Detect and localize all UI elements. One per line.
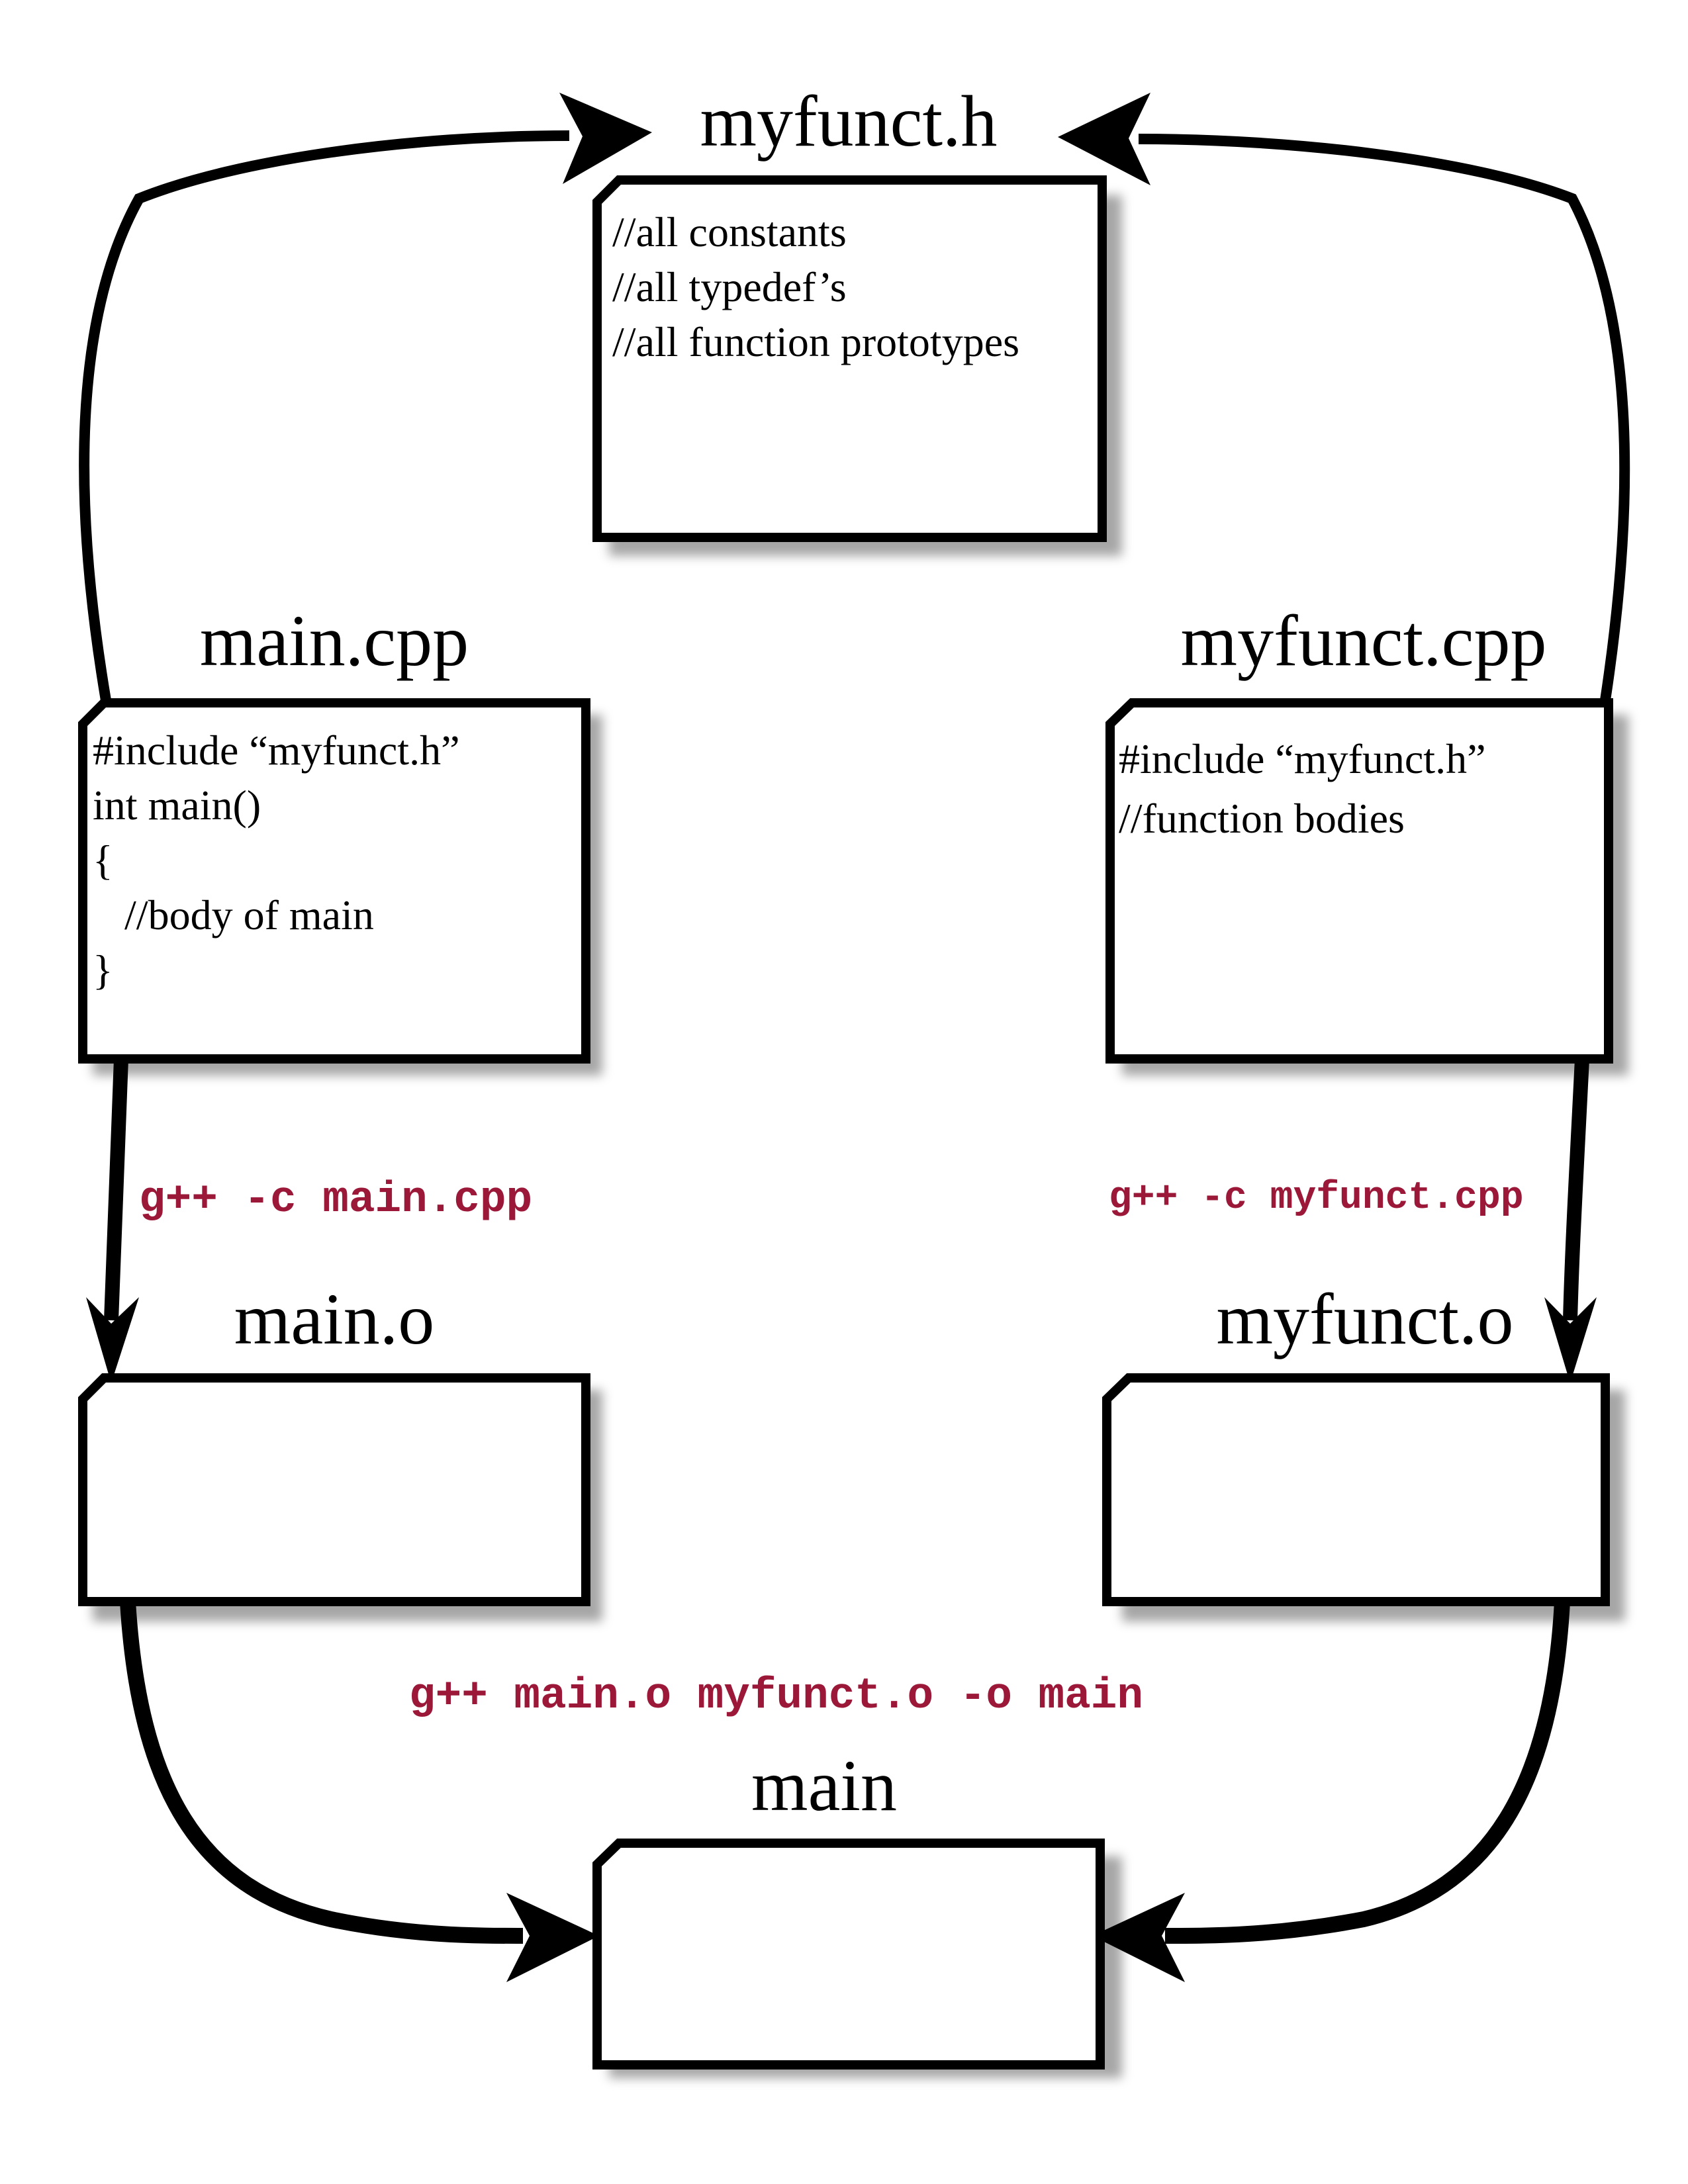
main-cpp-line: {: [93, 837, 113, 884]
myfunct-cpp-line: //function bodies: [1119, 795, 1405, 842]
myfunct-cpp-box: [1105, 698, 1613, 1064]
myfunct-cpp-line: #include “myfunct.h”: [1119, 735, 1485, 782]
myfunct-h-line: //all constants: [612, 208, 847, 255]
link-command: g++ main.o myfunct.o -o main: [409, 1671, 1143, 1721]
arrowhead-main-cpp-to-header: [559, 93, 652, 184]
main-cpp-line: }: [93, 946, 113, 993]
arrowhead-main-o-to-main: [506, 1893, 599, 1982]
myfunct-cpp-title: myfunct.cpp: [1181, 600, 1547, 681]
arrowhead-myfunct-o-to-main: [1092, 1893, 1185, 1982]
myfunct-h-box: [592, 175, 1107, 542]
compile-myfunct-command: g++ -c myfunct.cpp: [1109, 1177, 1524, 1220]
arrow-main-cpp-to-header: [79, 130, 570, 702]
arrow-myfunct-o-to-main: [1164, 1601, 1570, 1944]
arrow-main-o-to-main: [120, 1601, 524, 1944]
main-cpp-line: #include “myfunct.h”: [93, 727, 459, 774]
compile-main-command: g++ -c main.cpp: [139, 1175, 532, 1224]
main-title: main: [751, 1745, 897, 1826]
main-box: [592, 1839, 1105, 2070]
arrowhead-myfunct-cpp-to-myfunct-o: [1544, 1297, 1597, 1383]
myfunct-h-line: //all typedef’s: [612, 263, 847, 310]
arrow-myfunct-cpp-to-myfunct-o: [1563, 1058, 1589, 1321]
myfunct-o-box: [1102, 1373, 1610, 1606]
arrowhead-main-cpp-to-main-o: [86, 1297, 139, 1383]
myfunct-h-title: myfunct.h: [700, 81, 997, 161]
main-cpp-title: main.cpp: [200, 600, 469, 681]
myfunct-h-line: //all function prototypes: [612, 318, 1019, 365]
arrow-myfunct-cpp-to-header: [1138, 134, 1630, 702]
connectors: [79, 93, 1630, 1982]
main-cpp-line: int main(): [93, 782, 261, 829]
myfunct-o-title: myfunct.o: [1216, 1279, 1513, 1359]
main-cpp-box: [78, 698, 590, 1064]
arrowhead-myfunct-cpp-to-header: [1058, 93, 1150, 185]
arrow-main-cpp-to-main-o: [104, 1058, 128, 1321]
main-o-title: main.o: [234, 1279, 434, 1359]
main-o-box: [78, 1373, 590, 1606]
main-cpp-line: //body of main: [93, 891, 374, 938]
